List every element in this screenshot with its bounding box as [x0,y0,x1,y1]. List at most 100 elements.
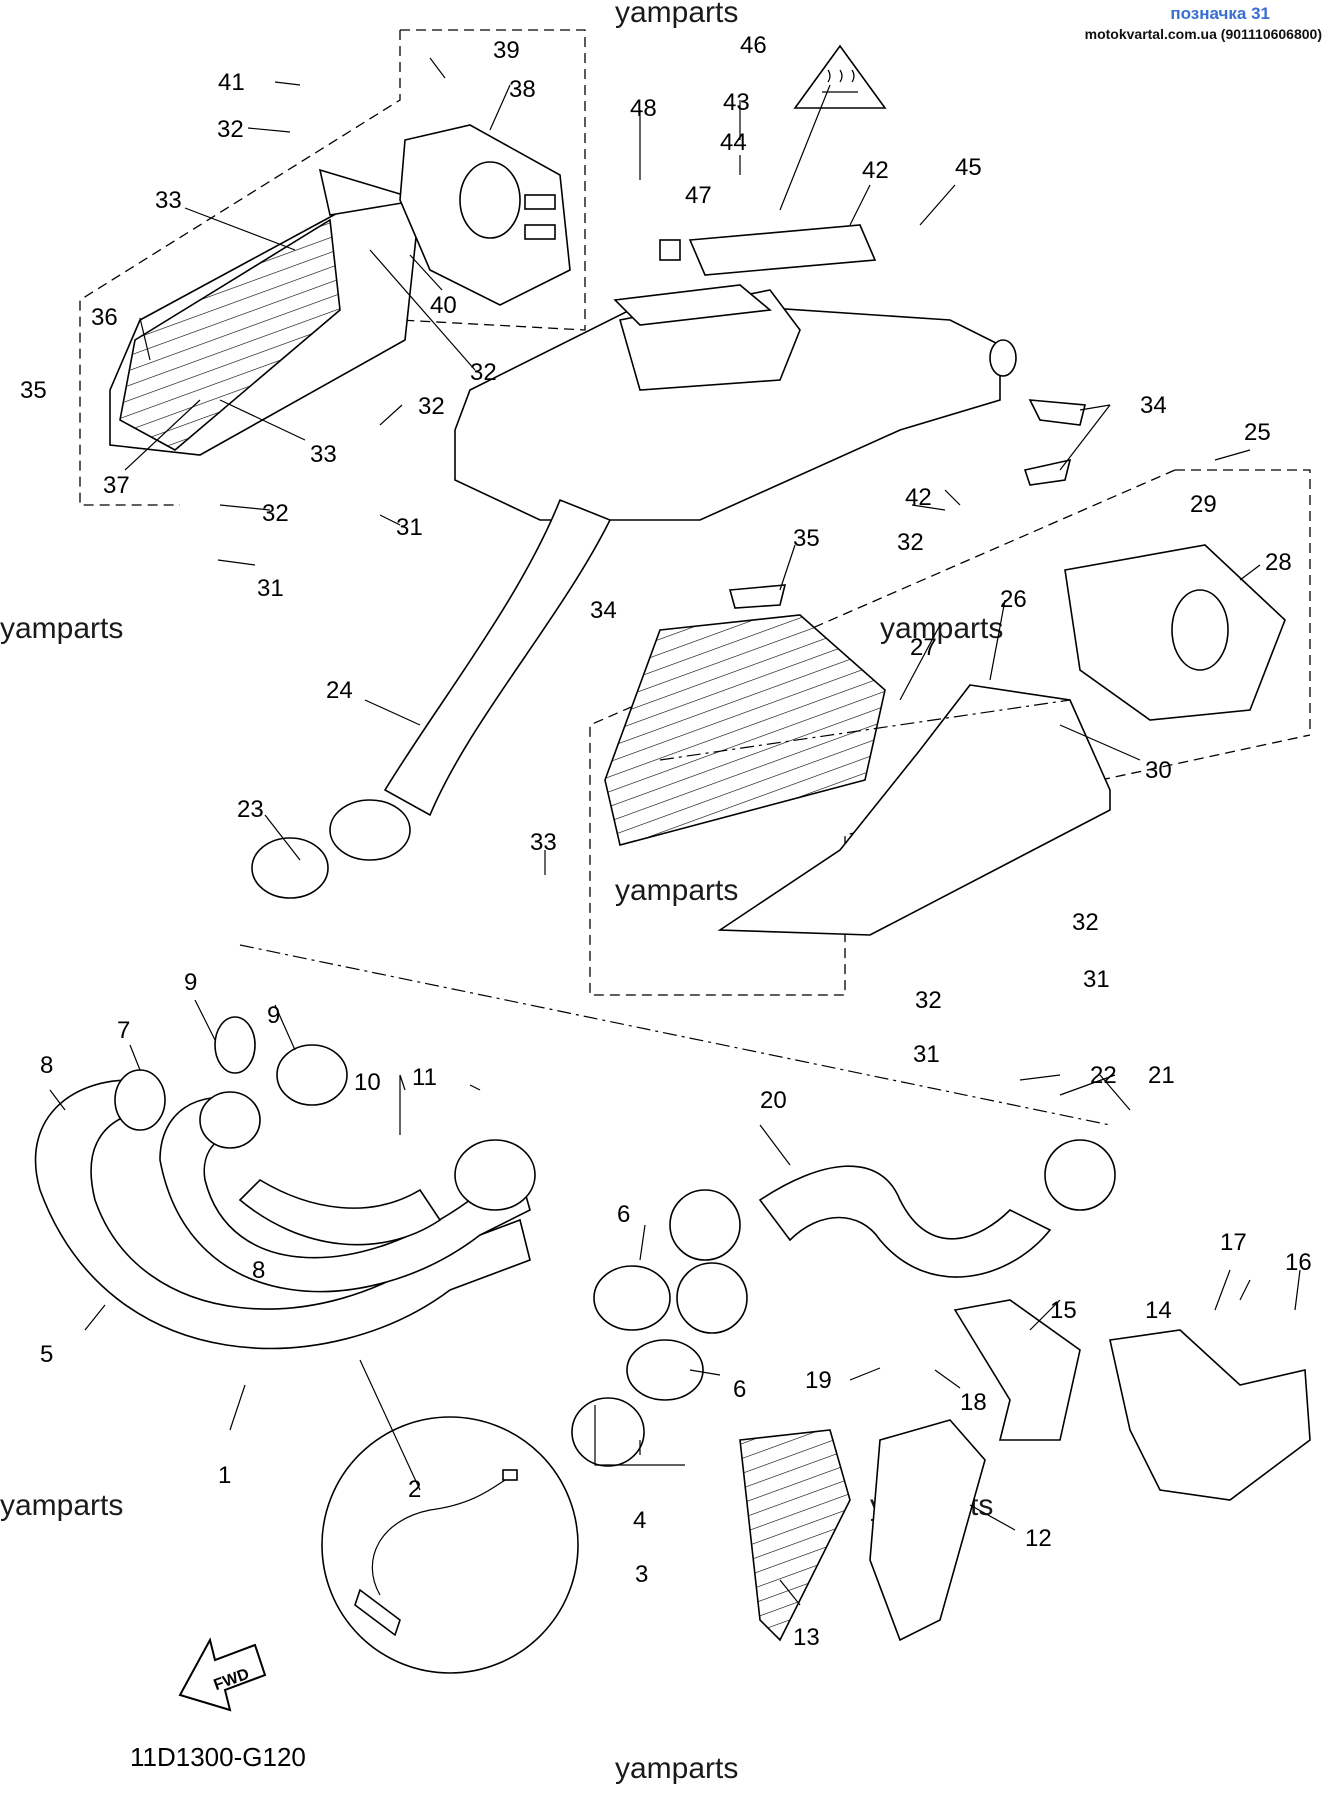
callout-38: 37 [103,472,130,499]
callout-35: 35 [793,525,820,552]
watermark: yamparts [615,0,738,29]
callout-28: 28 [1265,549,1292,576]
alignment-line [659,699,1071,761]
callout-35: 34 [1140,392,1167,419]
callout-7: 7 [117,1017,130,1044]
exhaust-header-pipes [34,1016,531,1350]
callout-31: 31 [257,575,284,602]
callout-6: 6 [733,1376,746,1403]
callout-16: 16 [1285,1249,1312,1276]
callout-6: 6 [617,1201,630,1228]
muffler-body [454,284,1017,521]
watermark: yamparts [0,612,123,645]
callout-14: 14 [1145,1297,1172,1324]
callout-3: 3 [635,1561,648,1588]
callout-32: 32 [418,393,445,420]
clip-48 [659,239,681,261]
callout-44: 43 [723,89,750,116]
bracket-39 [399,124,571,306]
bracket-28 [1064,544,1286,721]
callout-42: 42 [905,484,932,511]
callout-31: 31 [396,514,423,541]
callout-5: 5 [40,1341,53,1368]
callout-32: 32 [217,116,244,143]
watermark: yamparts [615,874,738,907]
cover-13 [739,1429,851,1642]
exhaust-pipe-24 [251,498,612,899]
callout-45: 44 [720,129,747,156]
callout-29: 29 [1190,491,1217,518]
callout-34: 34 [590,597,617,624]
callout-39: 38 [509,76,536,103]
callout-21: 21 [1148,1062,1175,1089]
header-site: motokvartal.com.ua (901110606800) [1084,26,1322,42]
gasket-6 [593,1265,671,1331]
callout-9: 9 [267,1002,280,1029]
callout-31: 31 [1083,966,1110,993]
leader-lines [49,57,1301,1606]
callout-48: 47 [685,182,712,209]
callout-42: 41 [218,69,245,96]
callout-25: 25 [1244,419,1271,446]
callout-32: 32 [1072,909,1099,936]
callout-32: 32 [897,529,924,556]
callout-30: 30 [1145,757,1172,784]
callout-8: 8 [40,1052,53,1079]
clamp-10 [454,1139,536,1211]
mid-pipe-20 [669,1139,1116,1334]
callout-43: 42 [862,157,889,184]
callout-33: 33 [530,829,557,856]
alignment-line [239,944,1111,1126]
gasket-6 [626,1339,704,1401]
callout-40: 39 [493,37,520,64]
o2-sensor-detail [321,1416,579,1674]
callout-49: 48 [630,95,657,122]
callout-9: 9 [184,969,197,996]
watermark: yamparts [880,612,1003,645]
callout-31: 31 [913,1041,940,1068]
callout-8: 8 [252,1257,265,1284]
callout-36: 35 [20,377,47,404]
callout-47: 46 [740,32,767,59]
watermark: yamparts [0,1489,123,1522]
callout-11: 11 [412,1064,437,1091]
diagram-code: 11D1300-G120 [130,1742,306,1772]
cover-14 [1109,1329,1311,1501]
callout-1: 1 [218,1462,231,1489]
fwd-arrow-icon: FWD [178,1637,267,1712]
cover-26 [717,684,1111,936]
callout-32: 32 [262,500,289,527]
protector-15 [953,1299,1081,1441]
header-title: позначка 31 [1170,4,1270,23]
watermark: yamparts [615,1752,738,1785]
callout-2: 2 [408,1476,421,1503]
group-box-36 [79,29,586,506]
callout-23: 23 [237,796,264,823]
callout-18: 18 [960,1389,987,1416]
callout-46: 45 [955,154,982,181]
clip-35 [1028,399,1087,426]
rear-protector-36 [109,168,421,456]
callout-41: 40 [430,292,457,319]
callout-34: 33 [155,187,182,214]
callout-10: 10 [354,1069,381,1096]
hot-surface-warning-icon [793,44,887,109]
heat-shield-43 [688,224,877,276]
callout-4: 4 [633,1507,646,1534]
callout-24: 24 [326,677,353,704]
clip-35 [728,584,787,609]
callout-19: 19 [805,1367,832,1394]
callout-32: 32 [915,987,942,1014]
callout-20: 20 [760,1087,787,1114]
clip-35 [1023,458,1072,486]
callout-13: 13 [793,1624,820,1651]
callout-33: 33 [310,441,337,468]
callout-17: 17 [1220,1229,1247,1256]
callout-27: 27 [910,634,937,661]
callout-labels: 1 2 3 4 5 6 6 7 8 8 9 9 10 11 12 13 14 1… [20,32,1312,1651]
callout-15: 15 [1050,1297,1077,1324]
callout-26: 26 [1000,586,1027,613]
protector-27 [604,614,886,846]
clamp-3 [571,1397,645,1467]
